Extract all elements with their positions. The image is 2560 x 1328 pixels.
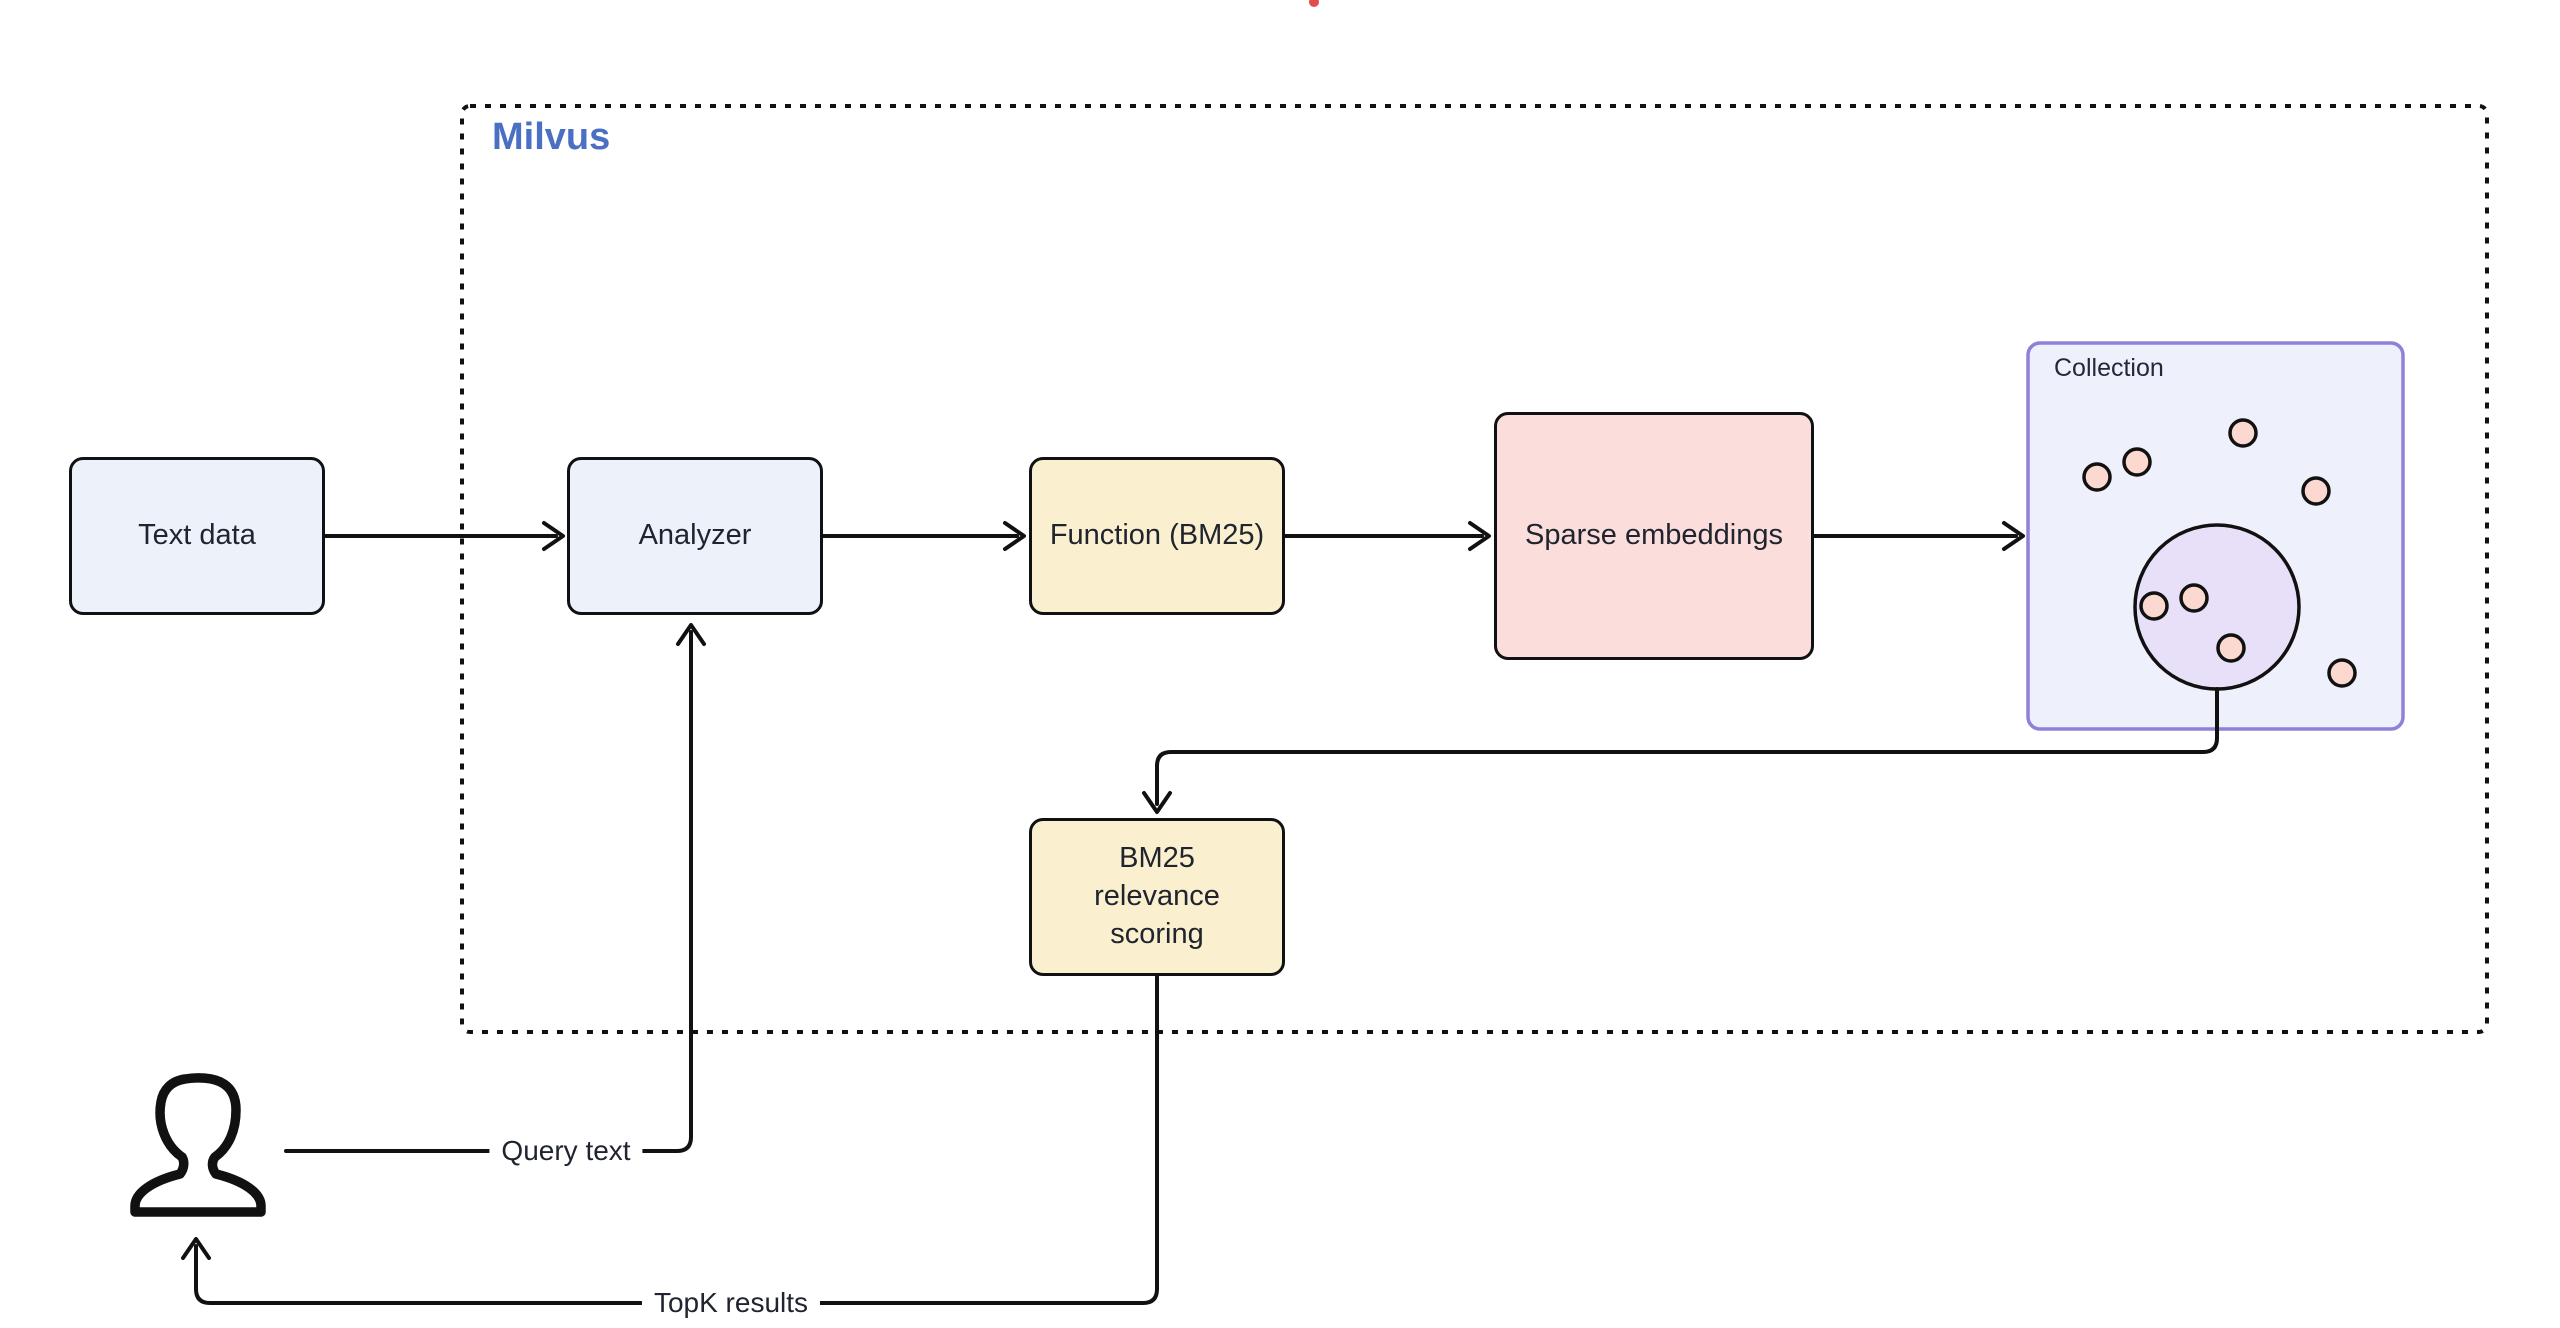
edge-scoring-user — [194, 975, 1159, 1305]
edge-label-query-text: Query text — [489, 1133, 643, 1169]
edge-label-topk-results: TopK results — [641, 1285, 821, 1321]
embedding-dot — [2139, 591, 2169, 621]
arrowhead-right-icon — [1003, 521, 1026, 551]
node-label: Function (BM25) — [1049, 519, 1265, 552]
embedding-dot — [2122, 447, 2152, 477]
node-sparse-embeddings: Sparse embeddings — [1494, 412, 1814, 660]
arrowhead-up-icon — [181, 1237, 211, 1260]
embedding-dot — [2082, 462, 2112, 492]
node-label: Sparse embeddings — [1525, 519, 1783, 552]
arrowhead-up-icon — [676, 623, 706, 646]
node-function-bm25: Function (BM25) — [1029, 457, 1285, 615]
node-label: Text data — [138, 519, 256, 552]
node-label: BM25 relevance scoring — [1094, 842, 1220, 950]
collection-label: Collection — [2054, 354, 2164, 382]
node-analyzer: Analyzer — [567, 457, 823, 615]
red-marker-dot — [1309, 0, 1319, 7]
embedding-dot — [2216, 633, 2246, 663]
arrowhead-right-icon — [542, 521, 565, 551]
milvus-region-label: Milvus — [492, 116, 611, 158]
embedding-dot — [2301, 476, 2331, 506]
node-label: Analyzer — [638, 519, 752, 552]
arrowhead-right-icon — [1468, 521, 1491, 551]
arrowhead-down-icon — [1142, 791, 1172, 814]
arrowhead-right-icon — [2002, 521, 2025, 551]
embedding-dots — [2082, 418, 2357, 688]
node-bm25-relevance-scoring: BM25 relevance scoring — [1029, 818, 1285, 976]
embedding-dot — [2179, 583, 2209, 613]
edge-user-analyzer — [284, 630, 693, 1153]
user-icon — [130, 1073, 266, 1217]
flow-arrows — [323, 521, 2025, 551]
edge-collection-scoring — [1155, 687, 2219, 806]
node-text-data: Text data — [69, 457, 325, 615]
milvus-dashed-border — [460, 104, 2489, 1034]
embedding-dot — [2327, 658, 2357, 688]
embedding-dot — [2228, 418, 2258, 448]
